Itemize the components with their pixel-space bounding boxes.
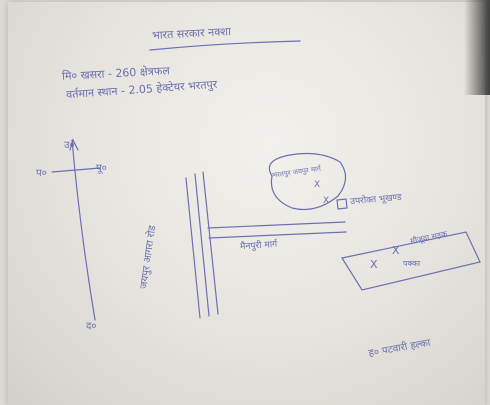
plot-outline-circle	[268, 152, 347, 211]
plot-box	[341, 231, 481, 291]
compass-north-south-line	[71, 139, 96, 321]
road-line-right	[202, 171, 219, 315]
road-lower-label: मैनपुरी मार्ग	[239, 239, 278, 253]
compass-west-label: प०	[36, 168, 47, 179]
compass-east-label: पू०	[96, 163, 107, 174]
road-line-middle	[194, 173, 210, 317]
branch-road-top	[207, 221, 346, 229]
title-underline	[149, 40, 301, 51]
compass-north-label: उ०	[64, 140, 75, 151]
compass-south-label: द०	[86, 321, 97, 332]
road-line-left	[185, 177, 201, 319]
side-mark: X	[323, 196, 330, 206]
paper-sheet	[8, 2, 485, 405]
box-mark-2: X	[392, 244, 400, 257]
compass-east-west-line	[51, 167, 101, 173]
box-mark-1: X	[370, 258, 378, 271]
boundary-square	[336, 198, 348, 210]
compass-arrow	[69, 138, 79, 151]
circle-mark: X	[314, 180, 321, 190]
background-shadow	[464, 0, 490, 95]
branch-road-bottom	[208, 231, 347, 239]
box-note: पक्का	[403, 259, 421, 268]
